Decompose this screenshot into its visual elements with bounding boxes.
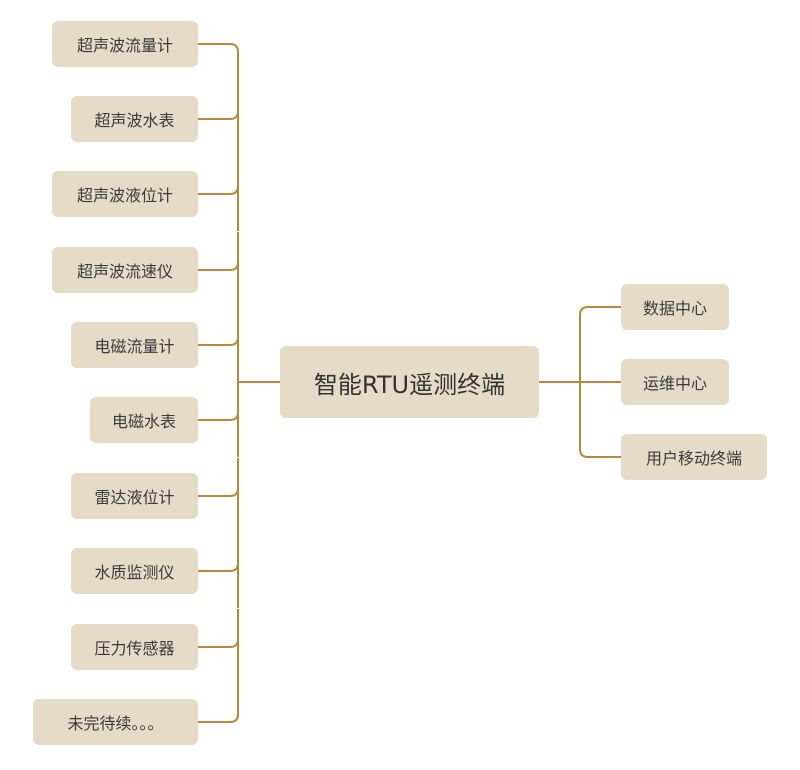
node-label: 压力传感器 xyxy=(94,639,175,658)
left-node-electromagnetic-water-meter: 电磁水表 xyxy=(90,397,198,443)
left-node-electromagnetic-flowmeter: 电磁流量计 xyxy=(71,322,198,368)
node-label: 用户移动终端 xyxy=(645,449,742,468)
right-node-ops-center: 运维中心 xyxy=(621,359,729,405)
connector-left-7 xyxy=(198,533,239,608)
left-node-radar-level-meter: 雷达液位计 xyxy=(71,473,198,519)
node-label: 超声波液位计 xyxy=(76,186,173,205)
node-label: 超声波流量计 xyxy=(76,36,173,55)
node-label: 水质监测仪 xyxy=(94,563,175,582)
node-label: 数据中心 xyxy=(642,299,707,318)
connector-left-8 xyxy=(198,609,239,684)
connector-left-0 xyxy=(198,43,239,81)
center-node: 智能RTU遥测终端 xyxy=(280,346,539,418)
left-node-ultrasonic-velocity-meter: 超声波流速仪 xyxy=(52,247,198,293)
node-label: 超声波流速仪 xyxy=(76,262,173,281)
connector-left-3 xyxy=(198,232,239,307)
right-node-data-center: 数据中心 xyxy=(621,284,729,330)
connector-left-6 xyxy=(198,458,239,533)
node-label: 运维中心 xyxy=(642,374,707,393)
node-label: 超声波水表 xyxy=(94,111,175,130)
left-node-ultrasonic-water-meter: 超声波水表 xyxy=(71,96,198,142)
left-node-water-quality-monitor: 水质监测仪 xyxy=(71,548,198,594)
left-node-to-be-continued: 未完待续。。。 xyxy=(33,699,198,745)
node-label: 电磁水表 xyxy=(111,412,176,431)
connector-left-9 xyxy=(198,684,239,723)
connector-left-4 xyxy=(198,307,239,382)
node-label: 雷达液位计 xyxy=(94,488,175,507)
connector-left-5 xyxy=(198,382,239,457)
left-node-pressure-sensor: 压力传感器 xyxy=(71,624,198,670)
connector-left-1 xyxy=(198,81,239,156)
node-label: 电磁流量计 xyxy=(94,337,175,356)
center-node-label: 智能RTU遥测终端 xyxy=(313,370,506,399)
right-node-user-mobile-terminal: 用户移动终端 xyxy=(621,434,767,480)
node-label: 未完待续。。。 xyxy=(67,714,164,733)
left-node-ultrasonic-flowmeter: 超声波流量计 xyxy=(52,21,198,67)
left-node-ultrasonic-level-meter: 超声波液位计 xyxy=(52,171,198,217)
connector-left-2 xyxy=(198,156,239,231)
